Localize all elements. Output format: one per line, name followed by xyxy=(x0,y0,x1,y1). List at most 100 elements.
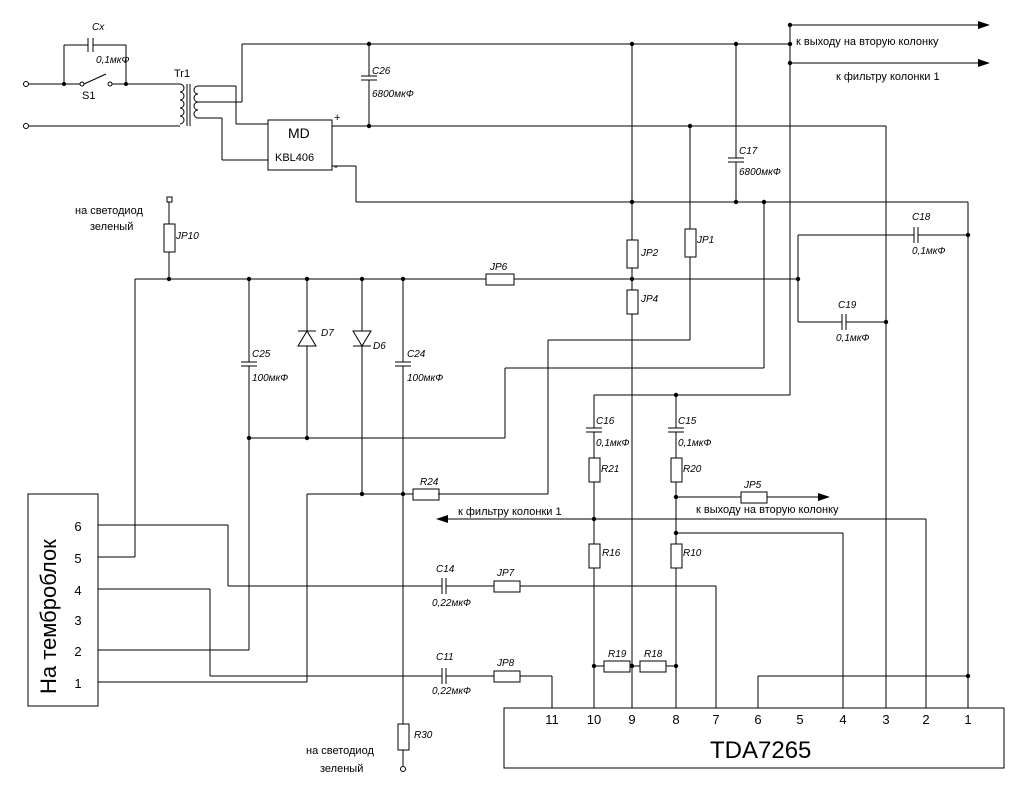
led-bottom-label-1: на светодиод xyxy=(306,745,374,757)
tone-pin-4: 4 xyxy=(74,583,81,598)
bridge-plus: + xyxy=(334,112,340,124)
tda7265-chip: TDA7265 11 10 9 8 7 6 5 4 3 2 1 xyxy=(503,707,1005,769)
jp10-label: JP10 xyxy=(175,231,199,242)
r30-label: R30 xyxy=(414,730,433,741)
c14-label: C14 xyxy=(436,564,455,575)
switch-s1-blade xyxy=(83,73,107,85)
r16-resistor xyxy=(588,543,601,569)
tone-pin-3: 3 xyxy=(74,613,81,628)
mains-terminal-2 xyxy=(23,123,29,129)
r18-resistor xyxy=(639,660,667,673)
jumper-column: JP2 JP4 JP1 xyxy=(249,44,765,708)
chip-pin-9: 9 xyxy=(628,712,635,727)
r10-resistor xyxy=(670,543,683,569)
cx-value: 0,1мкФ xyxy=(96,55,129,66)
d7-diode xyxy=(297,330,317,347)
r16-label: R16 xyxy=(602,548,621,559)
c26-value: 6800мкФ xyxy=(372,89,414,100)
bridge-part: KBL406 xyxy=(275,152,314,164)
feedback-network: C16 0,1мкФ R21 R16 C15 0,1мкФ R20 R10 JP… xyxy=(436,392,927,708)
jp1-resistor xyxy=(684,228,697,258)
junction-dot xyxy=(62,82,66,86)
c16-label: C16 xyxy=(596,416,615,427)
led-bottom-label-2: зеленый xyxy=(320,763,363,775)
c17-value: 6800мкФ xyxy=(739,167,781,178)
led-bottom: R30 на светодиод зеленый xyxy=(306,723,433,775)
tone-pin-2: 2 xyxy=(74,644,81,659)
c11-label: C11 xyxy=(436,652,454,663)
r18-label: R18 xyxy=(644,649,663,660)
bridge-rectifier xyxy=(267,119,333,171)
c15-value: 0,1мкФ xyxy=(678,438,711,449)
tone-pin-6: 6 xyxy=(74,519,81,534)
mains-input: Cx 0,1мкФ S1 Tr1 xyxy=(23,22,268,161)
c25-label: C25 xyxy=(252,349,271,360)
d7-label: D7 xyxy=(321,328,334,339)
arrow-head xyxy=(978,21,990,29)
bridge-minus: - xyxy=(334,161,338,173)
jp5-resistor xyxy=(740,491,768,504)
chip-pin-5: 5 xyxy=(796,712,803,727)
c18-c19: C18 0,1мкФ C19 0,1мкФ xyxy=(797,212,971,344)
c26-label: C26 xyxy=(372,66,391,77)
chip-pin-7: 7 xyxy=(712,712,719,727)
jp7-resistor xyxy=(493,580,521,593)
chip-body xyxy=(503,707,1005,769)
jp6-label: JP6 xyxy=(489,262,508,273)
jp2-resistor xyxy=(626,239,639,269)
led-top-label-2: зеленый xyxy=(90,221,133,233)
d6-label: D6 xyxy=(373,341,386,352)
chip-pin-3: 3 xyxy=(882,712,889,727)
chip-pin-2: 2 xyxy=(922,712,929,727)
d6-diode xyxy=(352,330,372,347)
chip-pin-11: 11 xyxy=(545,712,559,727)
mains-terminal-1 xyxy=(23,81,29,87)
led-top-label-1: на светодиод xyxy=(75,205,143,217)
chip-name: TDA7265 xyxy=(710,737,811,764)
label-to-second-speaker-mid: к выходу на вторую колонку xyxy=(696,504,839,516)
tone-block-box xyxy=(27,493,99,707)
jp6-resistor xyxy=(485,273,515,286)
r21-resistor xyxy=(588,457,601,483)
c11-value: 0,22мкФ xyxy=(432,686,471,697)
tone-block-title: На темброблок xyxy=(36,539,61,694)
jp8-label: JP8 xyxy=(496,658,515,669)
transformer-secondary xyxy=(193,85,199,119)
top-arrows: к выходу на вторую колонку к фильтру кол… xyxy=(787,21,990,395)
r30-resistor xyxy=(397,723,410,751)
cx-label: Cx xyxy=(92,22,105,33)
r24-label: R24 xyxy=(420,477,439,488)
chip-pin-4: 4 xyxy=(839,712,846,727)
r20-label: R20 xyxy=(683,464,702,475)
c16-value: 0,1мкФ xyxy=(596,438,629,449)
c24-label: C24 xyxy=(407,349,426,360)
jp10-resistor xyxy=(163,223,176,253)
led-top: на светодиод зеленый JP10 xyxy=(75,196,199,279)
c17-label: C17 xyxy=(739,146,758,157)
power-supply: MD KBL406 + - C26 6800мкФ C17 6800мкФ xyxy=(242,41,969,708)
arrow-head xyxy=(978,59,990,67)
chip-pin-1: 1 xyxy=(964,712,971,727)
tone-pin-5: 5 xyxy=(74,551,81,566)
label-to-second-speaker: к выходу на вторую колонку xyxy=(796,36,939,48)
r10-label: R10 xyxy=(683,548,702,559)
jp2-label: JP2 xyxy=(640,248,659,259)
c19-value: 0,1мкФ xyxy=(836,333,869,344)
supply-caps-diodes: C25 100мкФ D7 D6 C24 100мкФ xyxy=(98,279,443,724)
c18-value: 0,1мкФ xyxy=(912,246,945,257)
jp4-label: JP4 xyxy=(640,294,659,305)
jp4-resistor xyxy=(626,289,639,315)
c24-value: 100мкФ xyxy=(407,373,443,384)
chip-pin-10: 10 xyxy=(587,712,601,727)
c14-value: 0,22мкФ xyxy=(432,598,471,609)
jp8-resistor xyxy=(493,670,521,683)
transformer-label: Tr1 xyxy=(174,68,190,80)
jp1-label: JP1 xyxy=(696,235,714,246)
c18-label: C18 xyxy=(912,212,931,223)
jp5-label: JP5 xyxy=(743,480,762,491)
c25-value: 100мкФ xyxy=(252,373,288,384)
chip-pin-8: 8 xyxy=(672,712,679,727)
mid-rail: JP6 xyxy=(98,262,801,558)
jp7-label: JP7 xyxy=(496,568,515,579)
